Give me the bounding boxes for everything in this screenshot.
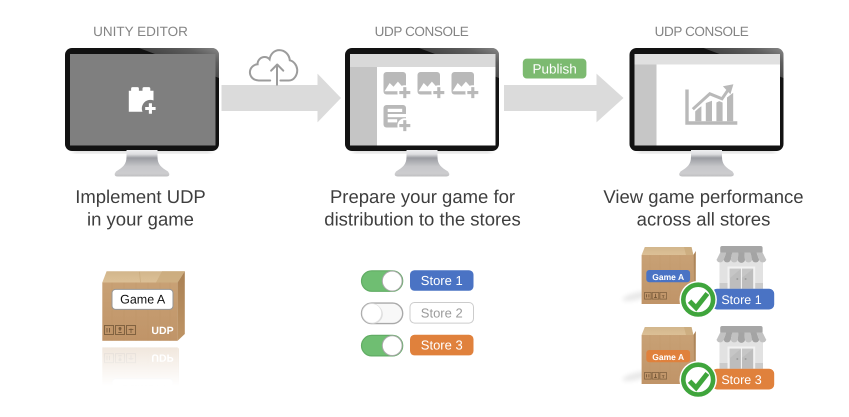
svg-text:UNITY EDITOR: UNITY EDITOR [93, 24, 188, 39]
svg-text:Store 2: Store 2 [421, 305, 463, 320]
svg-text:in your game: in your game [87, 209, 194, 230]
svg-text:Store 3: Store 3 [421, 338, 463, 353]
svg-text:distribution to the stores: distribution to the stores [324, 209, 520, 230]
svg-text:Store 1: Store 1 [421, 273, 463, 288]
svg-text:Game A: Game A [652, 352, 684, 362]
svg-text:Game A: Game A [120, 292, 166, 306]
svg-text:UDP CONSOLE: UDP CONSOLE [375, 24, 469, 39]
svg-text:Store 1: Store 1 [721, 293, 761, 307]
svg-text:Publish: Publish [532, 61, 576, 76]
svg-text:Game A: Game A [652, 272, 684, 282]
svg-text:Store 3: Store 3 [721, 373, 761, 387]
svg-text:UDP: UDP [151, 325, 173, 337]
svg-text:Implement UDP: Implement UDP [75, 186, 206, 207]
svg-text:View game performance: View game performance [603, 186, 803, 207]
svg-text:across all stores: across all stores [637, 209, 771, 230]
svg-text:UDP CONSOLE: UDP CONSOLE [655, 24, 749, 39]
svg-text:Prepare your game for: Prepare your game for [330, 186, 515, 207]
